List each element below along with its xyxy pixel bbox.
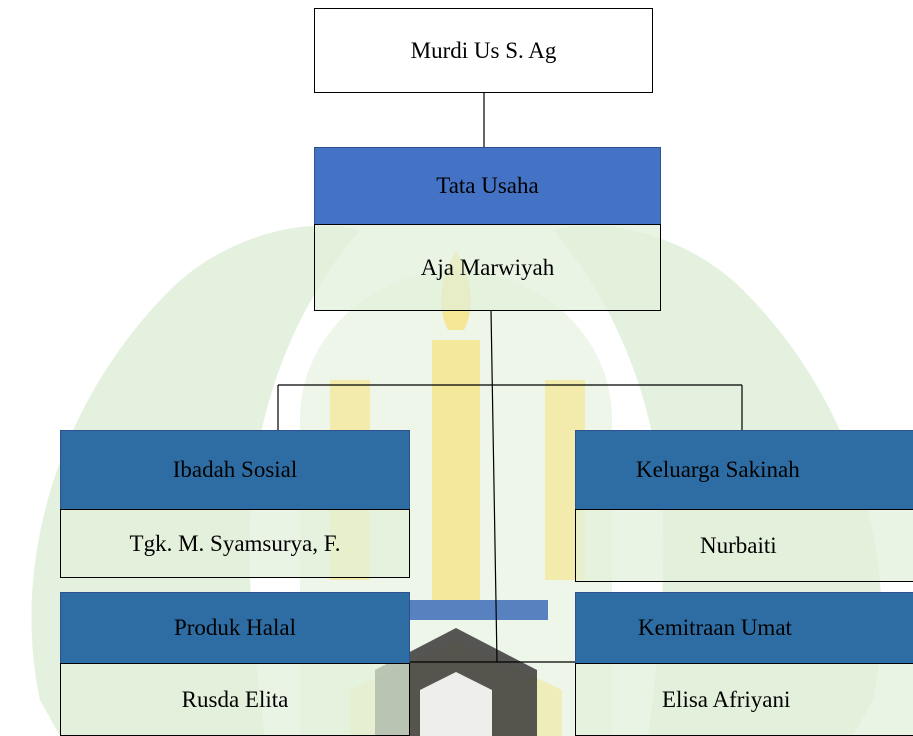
watermark-letter-i <box>432 340 480 600</box>
produk-halal-name-box: Rusda Elita <box>60 663 410 736</box>
tata-usaha-role: Tata Usaha <box>436 173 539 198</box>
produk-halal-role-box: Produk Halal <box>60 592 410 664</box>
watermark-gate-opening <box>420 672 492 736</box>
produk-halal-role: Produk Halal <box>173 615 296 640</box>
watermark-blue-band <box>365 600 548 620</box>
kemitraan-umat-role: Kemitraan Umat <box>638 615 792 640</box>
connector-main-vertical <box>490 309 498 663</box>
kemitraan-umat-name-box: Elisa Afriyani <box>575 663 913 736</box>
ibadah-sosial-role-box: Ibadah Sosial <box>60 430 410 510</box>
kemitraan-umat-role-box: Kemitraan Umat <box>575 592 913 664</box>
ibadah-sosial-name-box: Tgk. M. Syamsurya, F. <box>60 509 410 578</box>
keluarga-sakinah-role: Keluarga Sakinah <box>636 457 800 482</box>
head-name: Murdi Us S. Ag <box>410 37 557 63</box>
kemitraan-umat-name: Elisa Afriyani <box>662 686 791 712</box>
tata-usaha-role-box: Tata Usaha <box>314 147 661 225</box>
ibadah-sosial-name: Tgk. M. Syamsurya, F. <box>129 530 341 556</box>
head-box: Murdi Us S. Ag <box>314 8 653 93</box>
keluarga-sakinah-role-box: Keluarga Sakinah <box>575 430 913 510</box>
tata-usaha-name: Aja Marwiyah <box>420 254 555 280</box>
tata-usaha-name-box: Aja Marwiyah <box>314 224 661 311</box>
ibadah-sosial-role: Ibadah Sosial <box>172 457 298 482</box>
keluarga-sakinah-name: Nurbaiti <box>700 532 777 558</box>
keluarga-sakinah-name-box: Nurbaiti <box>575 509 913 582</box>
produk-halal-name: Rusda Elita <box>181 686 289 712</box>
